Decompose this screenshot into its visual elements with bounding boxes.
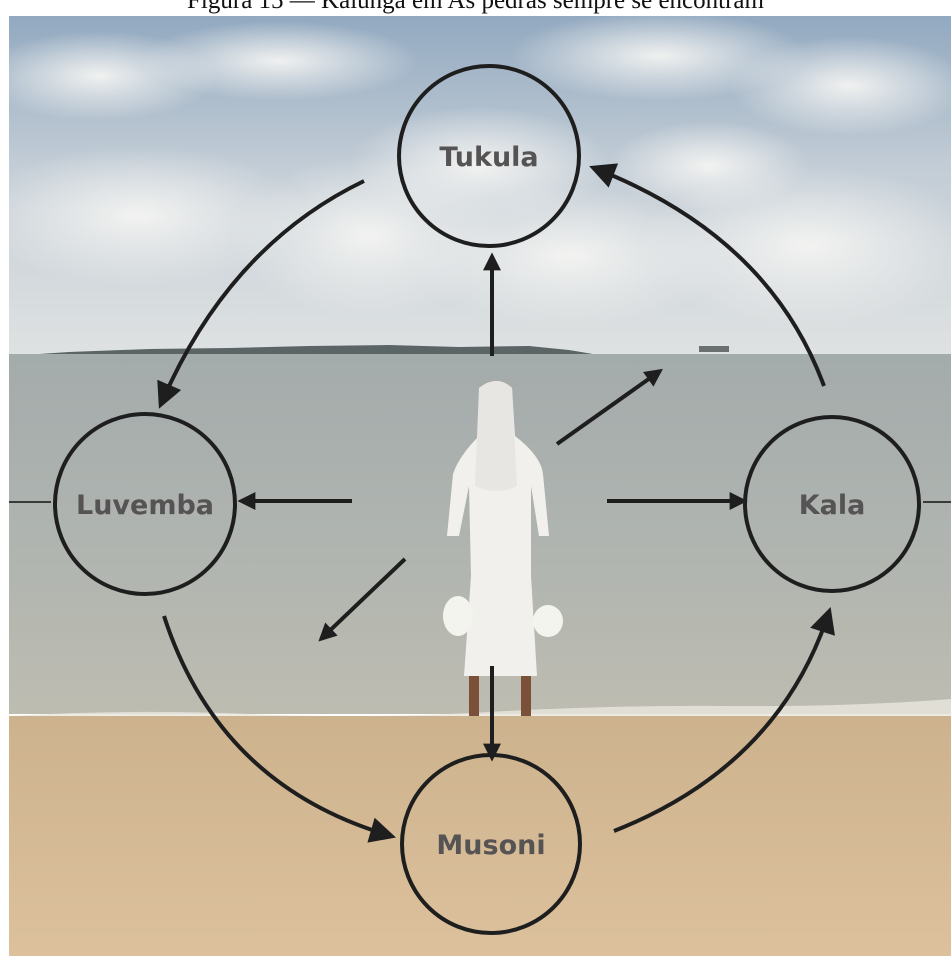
center-arrows (237, 252, 748, 762)
node-luvemba-circle (53, 412, 237, 596)
distant-ship (699, 346, 729, 352)
arc-tukula-to-luvemba (157, 179, 365, 409)
arc-luvemba-to-musoni (162, 615, 396, 843)
node-musoni-label: Musoni (436, 830, 545, 861)
node-musoni-circle (400, 753, 582, 935)
clouds (9, 16, 951, 326)
node-kala-circle (743, 415, 921, 593)
diagram-photo: Tukula Kala Musoni Luvemba (9, 16, 951, 956)
node-tukula-circle (397, 64, 581, 248)
node-luvemba-label: Luvemba (76, 490, 214, 521)
wave-foam (9, 699, 951, 721)
arc-musoni-to-kala (613, 607, 835, 833)
arrow-down-left (318, 557, 407, 642)
arrow-up-right (555, 368, 663, 446)
veiled-figure (443, 381, 563, 716)
cycle-arrows (157, 163, 835, 843)
figure-caption: Figura 15 — Kalunga em As pedras sempre … (187, 0, 764, 14)
node-circles (53, 64, 921, 935)
kalunga-diagram: Tukula Kala Musoni Luvemba (9, 16, 951, 956)
node-kala-label: Kala (799, 490, 866, 521)
node-tukula-label: Tukula (439, 142, 538, 173)
arc-kala-to-tukula (589, 163, 826, 387)
node-labels: Tukula Kala Musoni Luvemba (76, 142, 865, 861)
